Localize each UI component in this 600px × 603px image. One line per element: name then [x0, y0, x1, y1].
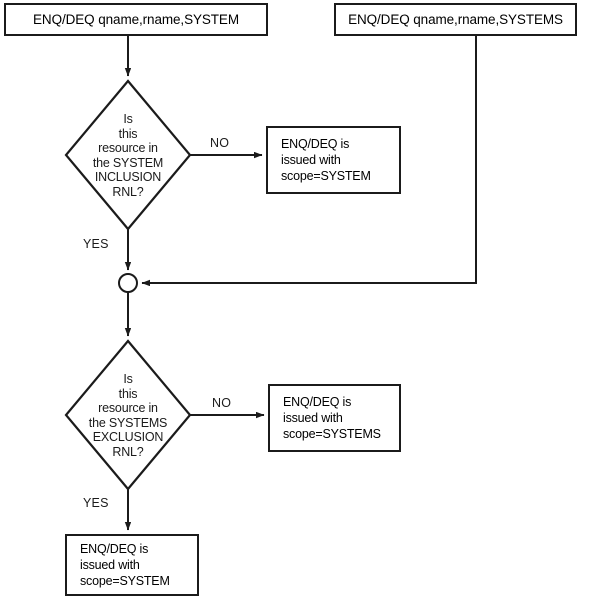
result-box-scope-system-top: ENQ/DEQ is issued with scope=SYSTEM: [266, 126, 401, 194]
result-line-1: ENQ/DEQ is: [80, 542, 149, 556]
start-node-system-label: ENQ/DEQ qname,rname,SYSTEM: [33, 11, 239, 27]
merge-junction-shape: [118, 273, 138, 293]
result-line-3: scope=SYSTEMS: [283, 427, 381, 441]
result-box-scope-systems: ENQ/DEQ is issued with scope=SYSTEMS: [268, 384, 401, 452]
decision-exclusion-label: Is this resource in the SYSTEMS EXCLUSIO…: [88, 372, 168, 459]
edge-label-exclusion-yes: YES: [83, 496, 109, 510]
start-node-system: ENQ/DEQ qname,rname,SYSTEM: [4, 3, 268, 36]
edge-label-inclusion-yes: YES: [83, 237, 109, 251]
result-line-1: ENQ/DEQ is: [281, 137, 350, 151]
result-line-2: issued with: [281, 153, 341, 167]
start-node-systems: ENQ/DEQ qname,rname,SYSTEMS: [334, 3, 577, 36]
result-line-1: ENQ/DEQ is: [283, 395, 352, 409]
edge-label-inclusion-no: NO: [210, 136, 230, 150]
result-line-2: issued with: [80, 558, 140, 572]
result-line-3: scope=SYSTEM: [80, 574, 170, 588]
decision-inclusion-label: Is this resource in the SYSTEM INCLUSION…: [92, 112, 164, 199]
result-box-scope-system-bottom: ENQ/DEQ is issued with scope=SYSTEM: [65, 534, 199, 596]
result-line-2: issued with: [283, 411, 343, 425]
edge-label-exclusion-no: NO: [212, 396, 232, 410]
start-node-systems-label: ENQ/DEQ qname,rname,SYSTEMS: [348, 11, 563, 27]
edge-start-systems-to-junction: [141, 36, 477, 287]
result-line-3: scope=SYSTEM: [281, 169, 371, 183]
